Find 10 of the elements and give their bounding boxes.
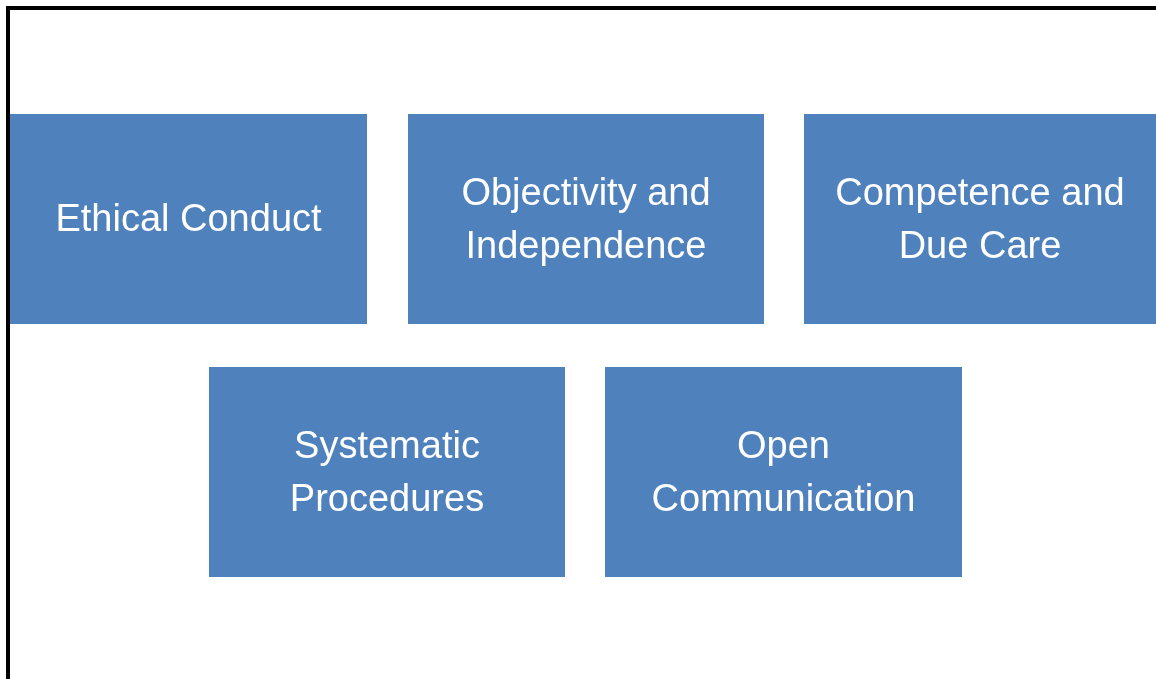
principle-box	[605, 367, 962, 577]
principle-box	[804, 114, 1156, 324]
box-label: Competence and Due Care	[834, 169, 1126, 268]
box-label: Open Communication	[650, 422, 917, 521]
principle-box	[209, 367, 565, 577]
box-label: Objectivity and Independence	[460, 169, 712, 268]
principle-box	[10, 114, 367, 324]
principle-box	[408, 114, 764, 324]
box-label: Ethical Conduct	[55, 196, 322, 242]
box-label: Systematic Procedures	[288, 422, 486, 521]
